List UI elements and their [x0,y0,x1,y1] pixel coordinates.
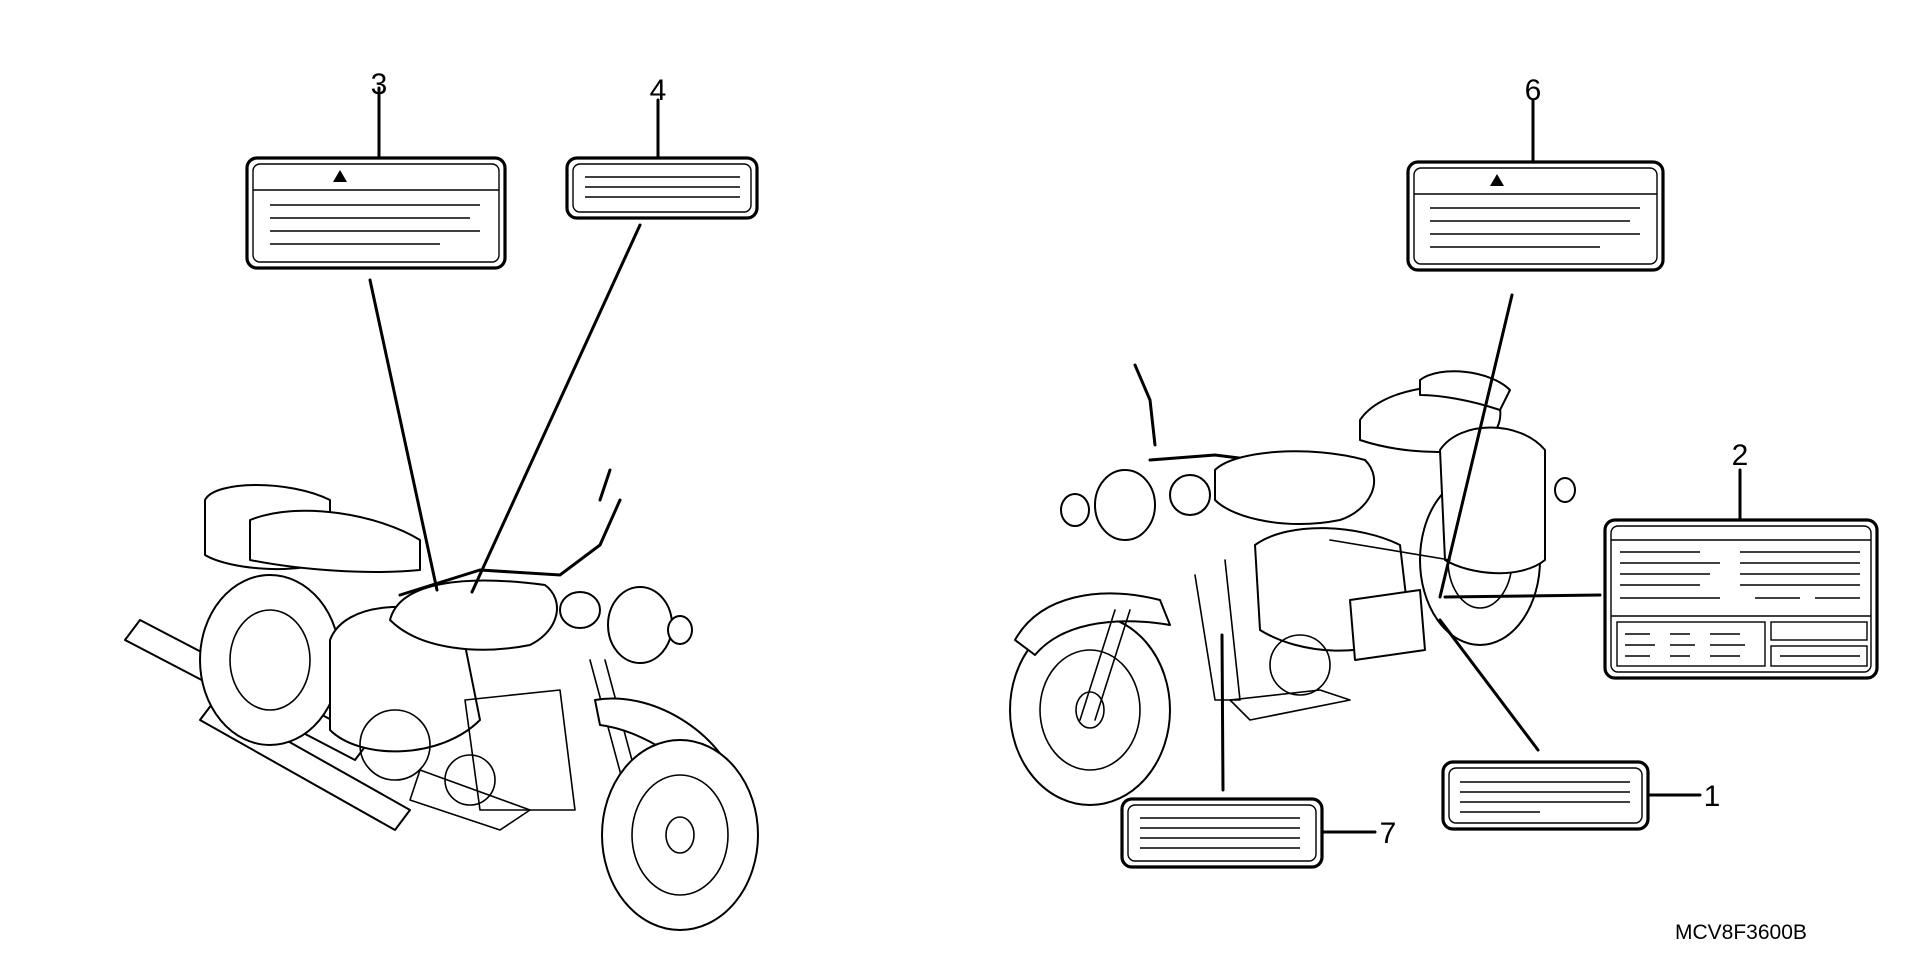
callout-3: 3 [371,68,388,101]
label-4 [565,156,759,220]
diagram-code: MCV8F3600B [1675,921,1807,944]
label-6 [1406,160,1665,272]
label-3 [245,156,507,270]
callout-6: 6 [1525,74,1542,107]
label-2 [1603,518,1879,680]
warning-triangle-icon [1490,174,1504,186]
leader-lines [368,86,1742,834]
motorcycle-left-icon [124,468,759,931]
callout-4: 4 [650,74,667,107]
motorcycle-right-icon [1009,363,1576,806]
label-1 [1441,760,1650,831]
callout-2: 2 [1732,439,1749,472]
label-7 [1120,797,1324,869]
warning-triangle-icon [333,170,347,182]
callout-7: 7 [1380,817,1397,850]
callout-1: 1 [1704,780,1721,813]
